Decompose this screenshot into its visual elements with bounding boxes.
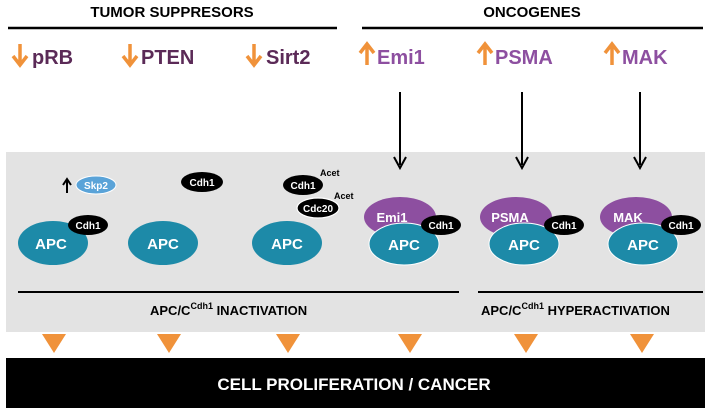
apc-label: APC	[271, 236, 303, 253]
gene-pten: PTEN	[121, 44, 194, 69]
gene-label-sirt2: Sirt2	[266, 47, 310, 69]
gene-label-mak: MAK	[622, 47, 668, 69]
apc-oval	[607, 222, 679, 266]
gene-label-prb: pRB	[32, 47, 73, 69]
cdh1-label: Cdh1	[552, 221, 577, 232]
down-arrow-icon	[245, 44, 263, 68]
gene-label-pten: PTEN	[141, 47, 194, 69]
inactivation-prefix: APC/C	[150, 303, 191, 318]
inactivation-label: APC/CCdh1 INACTIVATION	[150, 301, 307, 318]
up-arrow-icon	[476, 41, 494, 65]
skp2-oval	[75, 175, 117, 195]
cdh1-label: Cdh1	[190, 178, 215, 189]
cdh1-oval	[68, 215, 108, 235]
gene-label-psma: PSMA	[495, 47, 553, 69]
inactivation-suffix: INACTIVATION	[213, 303, 307, 318]
psma-label: PSMA	[491, 210, 529, 225]
footer-label: CELL PROLIFERATION / CANCER	[217, 375, 490, 394]
complex-sirt2: Cdh1 Acet Cdc20 Acet APC	[252, 168, 354, 265]
apc-label: APC	[35, 236, 67, 253]
arrow-psma-to-apc	[515, 92, 529, 171]
cdh1-oval	[544, 215, 584, 235]
cdh1-oval	[283, 175, 323, 195]
inactivation-superscript: Cdh1	[190, 301, 213, 311]
hyperactivation-prefix: APC/C	[481, 303, 522, 318]
gene-label-emi1: Emi1	[377, 47, 425, 69]
acet-label-cdh1: Acet	[320, 168, 340, 178]
gray-panel	[6, 152, 705, 332]
complex-emi1: Emi1 APC Cdh1	[364, 197, 461, 266]
hyperactivation-label: APC/CCdh1 HYPERACTIVATION	[481, 301, 670, 318]
down-arrow-icon	[11, 44, 29, 68]
oncogene-arrows	[393, 92, 647, 171]
apc-oval	[18, 221, 88, 265]
complex-prb: Skp2 APC Cdh1	[18, 175, 117, 265]
gene-sirt2: Sirt2	[245, 44, 310, 69]
orange-triangles	[42, 334, 654, 353]
gene-mak: MAK	[603, 41, 668, 69]
gene-prb: pRB	[11, 44, 73, 69]
complex-pten: Cdh1 APC	[128, 172, 223, 265]
apc-oval	[252, 221, 322, 265]
skp2-label: Skp2	[84, 181, 108, 192]
triangle-icon	[42, 334, 66, 353]
up-arrow-icon	[603, 41, 621, 65]
triangle-icon	[630, 334, 654, 353]
apc-label: APC	[508, 237, 540, 254]
apc-oval	[128, 221, 198, 265]
gene-emi1: Emi1	[358, 41, 425, 69]
emi1-label: Emi1	[376, 210, 407, 225]
triangle-icon	[514, 334, 538, 353]
hyperactivation-superscript: Cdh1	[521, 301, 544, 311]
cdh1-oval	[421, 215, 461, 235]
cdh1-oval	[661, 215, 701, 235]
apc-oval	[488, 222, 560, 266]
complex-mak: MAK APC Cdh1	[600, 197, 701, 266]
oncogenes-header: ONCOGENES	[483, 4, 581, 21]
gene-psma: PSMA	[476, 41, 553, 69]
cdc20-oval	[296, 197, 340, 219]
arrow-mak-to-apc	[633, 92, 647, 171]
down-arrow-icon	[121, 44, 139, 68]
tumor-suppressors-header: TUMOR SUPPRESORS	[90, 4, 253, 21]
cdh1-label: Cdh1	[291, 181, 316, 192]
apc-label: APC	[147, 236, 179, 253]
apc-label: APC	[627, 237, 659, 254]
acet-label-cdc20: Acet	[334, 191, 354, 201]
complex-psma: PSMA APC Cdh1	[480, 197, 584, 266]
arrow-emi1-to-apc	[393, 92, 407, 171]
up-arrow-icon	[358, 41, 376, 65]
mak-label: MAK	[613, 210, 643, 225]
cdh1-label: Cdh1	[429, 221, 454, 232]
apc-label: APC	[388, 237, 420, 254]
cdh1-oval	[181, 172, 223, 192]
up-arrow-icon	[62, 177, 72, 193]
hyperactivation-suffix: HYPERACTIVATION	[544, 303, 670, 318]
triangle-icon	[276, 334, 300, 353]
triangle-icon	[398, 334, 422, 353]
cdh1-label: Cdh1	[669, 221, 694, 232]
triangle-icon	[157, 334, 181, 353]
cdh1-label: Cdh1	[76, 221, 101, 232]
apc-oval	[368, 222, 440, 266]
cdc20-label: Cdc20	[303, 204, 333, 215]
footer-bar	[6, 358, 705, 408]
